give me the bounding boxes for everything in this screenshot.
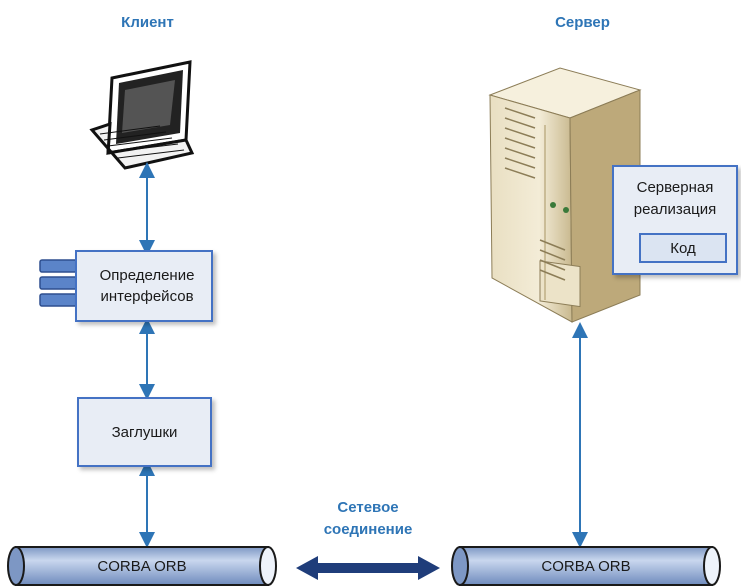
client-heading: Клиент — [121, 14, 174, 31]
server-orb-label: CORBA ORB — [541, 558, 631, 575]
network-connection-label: Сетевое соединение — [323, 499, 413, 538]
stubs-box: Заглушки — [77, 397, 212, 467]
laptop-icon — [89, 60, 195, 170]
client-orb-label: CORBA ORB — [97, 558, 187, 575]
server-orb-pipe — [451, 546, 721, 586]
stubs-label: Заглушки — [111, 423, 178, 441]
server-tower-icon — [488, 67, 642, 323]
server-implementation-label: Серверная реализация — [633, 179, 717, 218]
client-orb-pipe — [7, 546, 277, 586]
code-label: Код — [670, 239, 696, 257]
interface-definition-label: Определение интерфейсов — [99, 267, 195, 305]
server-heading: Сервер — [555, 14, 610, 31]
network-arrow — [296, 556, 440, 580]
interface-definition-box: Определение интерфейсов — [75, 250, 213, 322]
server-implementation-box: Серверная реализация Код — [612, 165, 738, 275]
code-box: Код — [639, 233, 727, 263]
